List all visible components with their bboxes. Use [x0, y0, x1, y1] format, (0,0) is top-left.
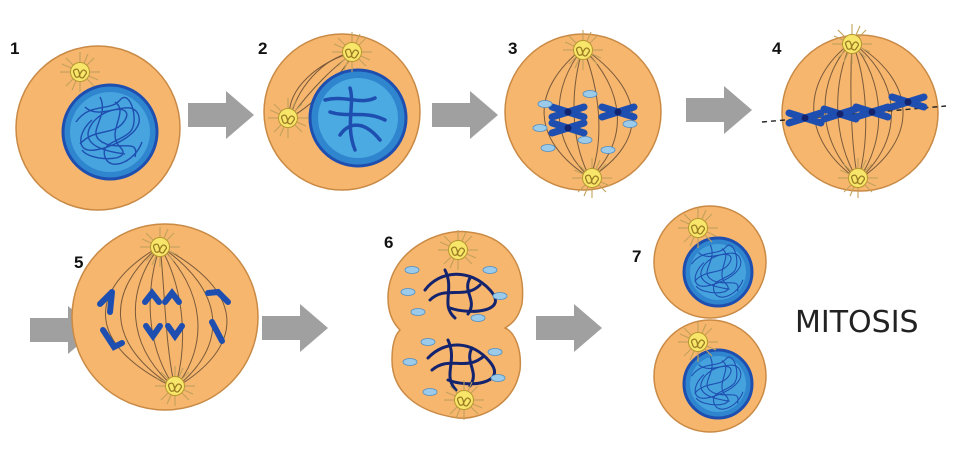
stage-number-5: 5 [74, 253, 83, 272]
stage-number-3: 3 [508, 39, 517, 58]
centrosome-icon [437, 229, 479, 271]
centrosome-icon [154, 365, 196, 407]
centrosome-icon [267, 97, 309, 139]
stage-1-cell [15, 45, 181, 211]
stage-7-daughter-cell-bottom [653, 319, 767, 433]
centrosome-icon [837, 157, 879, 199]
chromosome-icon [97, 288, 231, 351]
arrow-right-icon [432, 91, 498, 139]
centrosome-icon [677, 321, 719, 363]
stage-4-cell [761, 23, 947, 199]
stage-number-2: 2 [258, 39, 267, 58]
chromosome-icon [892, 97, 924, 107]
centrosome-icon [571, 157, 613, 199]
stage-7-daughter-cell-top [653, 205, 767, 319]
chromosome-icon [789, 113, 821, 123]
chromosome-icon [856, 107, 888, 117]
stage-5-cell [71, 223, 259, 411]
stage-number-6: 6 [384, 233, 393, 252]
chromosome-icon [824, 109, 856, 119]
arrow-right-icon [188, 91, 254, 139]
arrow-right-icon [686, 86, 752, 134]
centrosome-icon [331, 31, 373, 73]
arrow-right-icon [536, 304, 602, 352]
centrosome-icon [59, 51, 101, 93]
diagram-title: MITOSIS [795, 305, 919, 340]
stage-number-1: 1 [10, 39, 19, 58]
chromosome-icon [602, 107, 634, 117]
centrosome-icon [139, 226, 181, 268]
centrosome-icon [831, 23, 873, 65]
stage-6-cell [387, 229, 524, 421]
stage-3-cell [504, 29, 662, 199]
centrosome-icon [443, 379, 485, 421]
centrosome-icon [677, 207, 719, 249]
stage-2-cell [263, 31, 421, 191]
centrosome-icon [562, 29, 604, 71]
chromosome-icon [552, 107, 584, 117]
stage-number-4: 4 [772, 39, 782, 58]
chromosome-icon [552, 123, 584, 133]
arrow-right-icon [262, 304, 328, 352]
stage-number-7: 7 [632, 247, 641, 266]
